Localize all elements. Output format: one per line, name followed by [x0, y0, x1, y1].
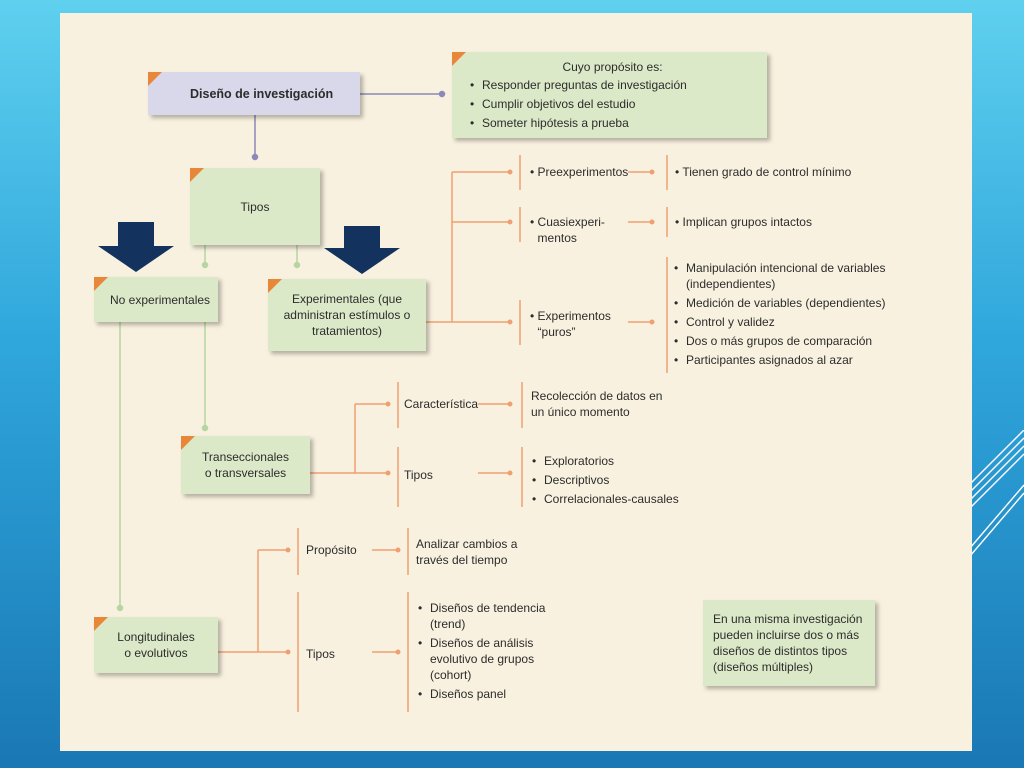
puros-item: Medición de variables (dependientes)	[672, 295, 887, 311]
purpose-box: Cuyo propósito es: Responder preguntas d…	[452, 52, 767, 138]
experimentales-label: Experimentales (que administran estímulo…	[283, 292, 411, 338]
experimentos-puros-list: Manipulación intencional de variables (i…	[672, 260, 887, 371]
caracteristica-label: Característica	[404, 397, 479, 411]
tipos-longitudinales-item: Diseños de análisis evolutivo de grupos …	[416, 635, 546, 683]
experimentales-node: Experimentales (que administran estímulo…	[268, 279, 426, 351]
no-experimentales-node: No experimentales	[94, 277, 218, 322]
cuasiexperimentos-desc: • Implican grupos intactos	[675, 215, 812, 229]
preexperimentos-desc-text: Tienen grado de control mínimo	[682, 165, 852, 179]
tipos-node: Tipos	[190, 168, 320, 245]
transeccionales-node: Transeccionales o transversales	[181, 436, 310, 494]
puros-item: Control y validez	[672, 314, 887, 330]
cuasiexperimentos-label: • Cuasiexperi- mentos	[530, 215, 605, 245]
purpose-item: Someter hipótesis a prueba	[468, 115, 687, 131]
down-arrow-right	[324, 226, 400, 274]
puros-item: Dos o más grupos de comparación	[672, 333, 887, 349]
purpose-title: Cuyo propósito es:	[562, 60, 663, 74]
decorative-lines	[964, 430, 1024, 564]
preexperimentos-text: Preexperimentos	[537, 165, 629, 179]
purpose-item: Cumplir objetivos del estudio	[468, 96, 687, 112]
preexperimentos-desc: • Tienen grado de control mínimo	[675, 165, 852, 179]
experimentos-puros-text: Experimentos “puros”	[537, 309, 611, 339]
root-node: Diseño de investigación	[148, 72, 360, 115]
proposito-desc: Analizar cambios a través del tiempo	[416, 537, 518, 567]
transeccionales-label: Transeccionales o transversales	[202, 450, 289, 480]
root-label: Diseño de investigación	[190, 86, 334, 101]
tipos-label: Tipos	[240, 199, 270, 214]
cuasiexperimentos-text: Cuasiexperi- mentos	[537, 215, 605, 245]
tipos-longitudinales-item: Diseños panel	[416, 686, 546, 702]
note-box: En una misma investigación pueden inclui…	[703, 600, 875, 686]
tipos-transversales-item: Exploratorios	[530, 453, 700, 469]
tipos-transversales-item: Correlacionales-causales	[530, 491, 700, 507]
preexperimentos-label: • Preexperimentos	[530, 165, 629, 179]
longitudinales-label: Longitudinales o evolutivos	[117, 630, 195, 660]
connector-lines	[98, 90, 668, 712]
tipos-longitudinales-label: Tipos	[306, 647, 335, 661]
note-text: En una misma investigación pueden inclui…	[713, 612, 863, 674]
purpose-list: Responder preguntas de investigación Cum…	[468, 77, 687, 134]
cuasiexperimentos-desc-text: Implican grupos intactos	[682, 215, 812, 229]
longitudinales-node: Longitudinales o evolutivos	[94, 617, 218, 673]
down-arrow-left	[98, 222, 174, 272]
puros-item: Participantes asignados al azar	[672, 352, 887, 368]
tipos-longitudinales-list: Diseños de tendencia (trend) Diseños de …	[416, 600, 546, 705]
no-experimentales-label: No experimentales	[110, 292, 211, 307]
experimentos-puros-label: • Experimentos “puros”	[530, 309, 611, 339]
tipos-longitudinales-item: Diseños de tendencia (trend)	[416, 600, 546, 632]
tipos-transversales-item: Descriptivos	[530, 472, 700, 488]
proposito-label: Propósito	[306, 543, 357, 557]
purpose-item: Responder preguntas de investigación	[468, 77, 687, 93]
tipos-transversales-list: Exploratorios Descriptivos Correlacional…	[530, 453, 700, 510]
slide: Diseño de investigación Cuyo propósito e…	[60, 13, 972, 751]
caracteristica-desc: Recolección de datos en un único momento	[531, 389, 663, 419]
puros-item: Manipulación intencional de variables (i…	[672, 260, 887, 292]
tipos-transversales-label: Tipos	[404, 468, 433, 482]
